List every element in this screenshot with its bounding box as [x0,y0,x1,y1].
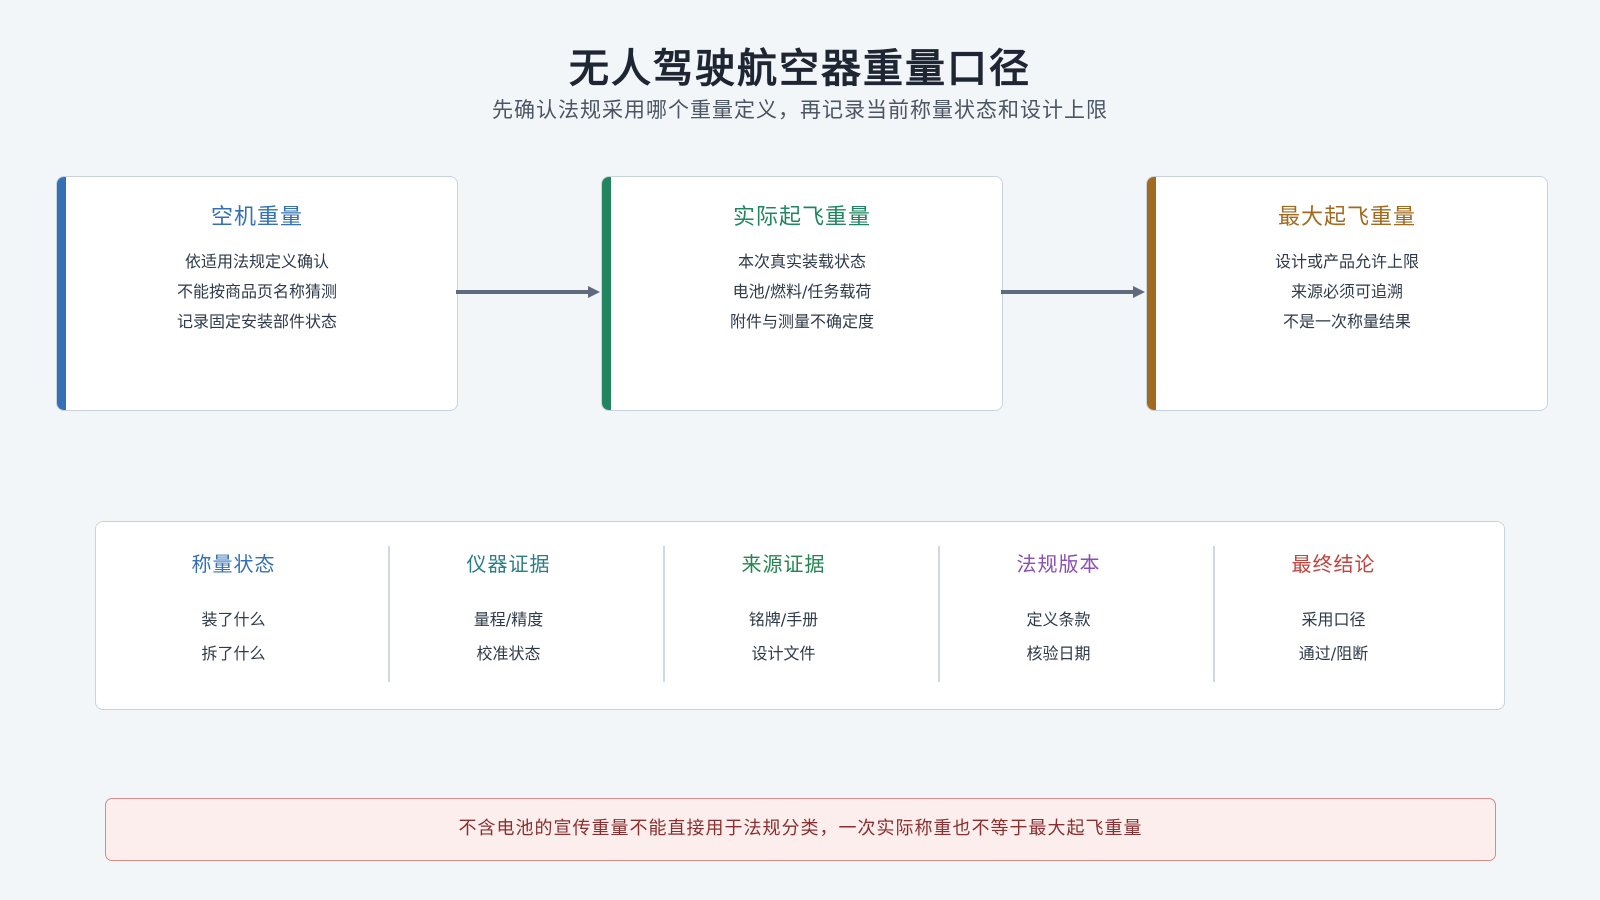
checklist-column-weighing-state: 称量状态 装了什么 拆了什么 [96,522,371,709]
column-title: 称量状态 [191,552,276,576]
card-line: 依适用法规定义确认 [184,252,329,271]
column-divider [938,546,940,682]
warning-banner: 不含电池的宣传重量不能直接用于法规分类，一次实际称重也不等于最大起飞重量 [105,798,1496,861]
card-actual-takeoff-weight: 实际起飞重量 本次真实装载状态 电池/燃料/任务载荷 附件与测量不确定度 [601,176,1003,411]
column-item: 核验日期 [1026,644,1091,663]
column-item: 量程/精度 [473,610,544,629]
column-title: 最终结论 [1291,552,1376,576]
column-item: 铭牌/手册 [748,610,819,629]
flow-arrow-1 [456,286,600,298]
card-line: 不是一次称量结果 [1282,312,1411,331]
column-title: 来源证据 [741,552,826,576]
card-accent-bar [1147,177,1156,410]
column-item: 通过/阻断 [1298,644,1369,663]
column-title: 法规版本 [1016,552,1101,576]
column-item: 定义条款 [1026,610,1091,629]
column-item: 采用口径 [1301,610,1366,629]
column-title: 仪器证据 [466,552,551,576]
checklist-column-regulation-version: 法规版本 定义条款 核验日期 [921,522,1196,709]
card-title: 实际起飞重量 [732,205,871,230]
card-title: 最大起飞重量 [1277,205,1416,230]
card-line: 不能按商品页名称猜测 [176,282,337,301]
card-line: 来源必须可追溯 [1290,282,1403,301]
card-lines: 设计或产品允许上限 来源必须可追溯 不是一次称量结果 [1147,247,1547,337]
column-item: 设计文件 [751,644,816,663]
card-empty-weight: 空机重量 依适用法规定义确认 不能按商品页名称猜测 记录固定安装部件状态 [56,176,458,411]
card-accent-bar [57,177,66,410]
column-item: 校准状态 [476,644,541,663]
checklist-column-instrument-evidence: 仪器证据 量程/精度 校准状态 [371,522,646,709]
page-subtitle: 先确认法规采用哪个重量定义，再记录当前称量状态和设计上限 [492,98,1108,122]
card-line: 记录固定安装部件状态 [176,312,337,331]
column-item: 装了什么 [201,610,266,629]
column-item: 拆了什么 [201,644,266,663]
column-divider [663,546,665,682]
card-line: 本次真实装载状态 [737,252,866,271]
checklist-column-source-evidence: 来源证据 铭牌/手册 设计文件 [646,522,921,709]
card-max-takeoff-weight: 最大起飞重量 设计或产品允许上限 来源必须可追溯 不是一次称量结果 [1146,176,1548,411]
evidence-checklist-panel: 称量状态 装了什么 拆了什么 仪器证据 量程/精度 校准状态 来源证据 铭牌/手… [95,521,1505,710]
card-lines: 本次真实装载状态 电池/燃料/任务载荷 附件与测量不确定度 [602,247,1002,337]
page-title: 无人驾驶航空器重量口径 [569,46,1031,92]
column-divider [388,546,390,682]
card-line: 设计或产品允许上限 [1274,252,1419,271]
checklist-column-final-conclusion: 最终结论 采用口径 通过/阻断 [1196,522,1471,709]
card-line: 电池/燃料/任务载荷 [732,282,872,301]
card-accent-bar [602,177,611,410]
card-line: 附件与测量不确定度 [729,312,874,331]
column-divider [1213,546,1215,682]
card-lines: 依适用法规定义确认 不能按商品页名称猜测 记录固定安装部件状态 [57,247,457,337]
flow-arrow-2 [1001,286,1145,298]
card-title: 空机重量 [210,205,303,230]
